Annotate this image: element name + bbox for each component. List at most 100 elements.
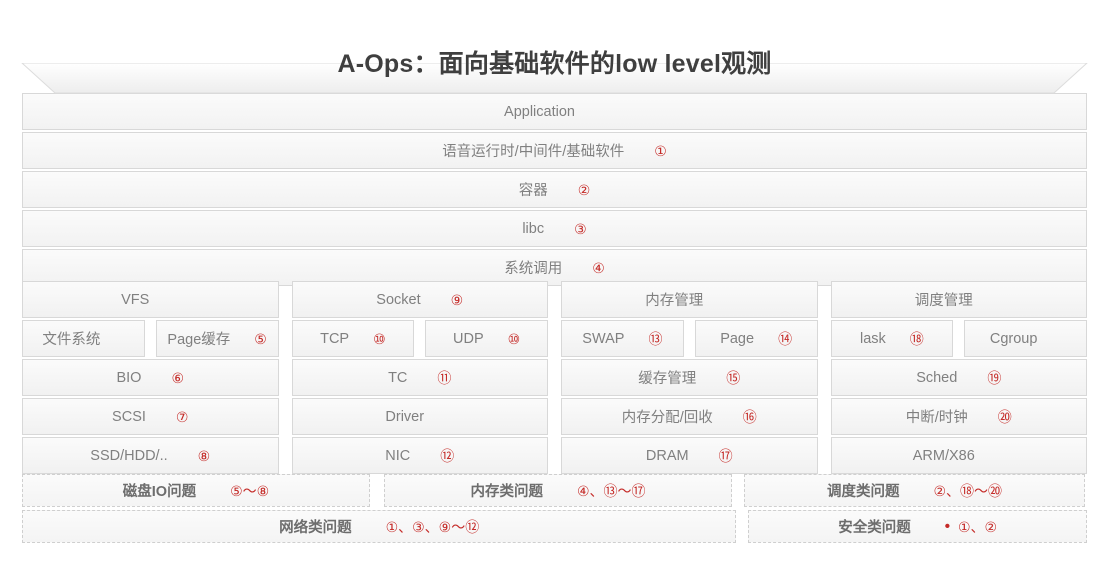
subsystem-split-row: 文件系统 Page缓存 ⑤	[22, 320, 279, 357]
problem-numbers: ②、⑱～⑳	[933, 482, 1003, 499]
problem-label: 调度类问题	[826, 484, 900, 500]
subsystem-cell-page[interactable]: Page ⑭	[694, 320, 818, 357]
subsystem-header-memory-management[interactable]: 内存管理	[561, 281, 818, 318]
subsystem-cell-interrupt-clock[interactable]: 中断/时钟 ⑳	[830, 398, 1087, 435]
cell-label: BIO	[116, 369, 142, 386]
cell-label: 内存管理	[645, 293, 704, 309]
subsystem-cell-driver[interactable]: Driver	[291, 398, 548, 435]
subsystem-cell-cgroup[interactable]: Cgroup	[964, 320, 1087, 357]
cell-label: SCSI	[112, 408, 146, 425]
cell-number: ⑬	[648, 330, 663, 347]
cell-label: Page缓存	[167, 332, 231, 348]
problem-box-memory[interactable]: 内存类问题 ④、⑬～⑰	[384, 474, 732, 507]
subsystem-cell-page-cache[interactable]: Page缓存 ⑤	[155, 320, 279, 357]
cell-number: ⑪	[437, 369, 452, 386]
layer-row[interactable]: 语音运行时/中间件/基础软件 ①	[22, 132, 1087, 169]
subsystem-column-storage: VFS 文件系统 Page缓存 ⑤ BIO ⑥ SCSI ⑦ SSD/HDD/.. ⑧	[22, 281, 279, 476]
problem-box-scheduling[interactable]: 调度类问题 ②、⑱～⑳	[744, 474, 1085, 507]
subsystem-cell-bio[interactable]: BIO ⑥	[22, 359, 279, 396]
layer-number: ①	[654, 142, 667, 159]
subsystem-cell-ssd-hdd[interactable]: SSD/HDD/.. ⑧	[22, 437, 279, 474]
problem-label: 磁盘IO问题	[122, 484, 197, 500]
cell-label: Driver	[385, 408, 425, 425]
subsystem-cell-arm-x86[interactable]: ARM/X86	[830, 437, 1087, 474]
subsystem-cell-udp[interactable]: UDP ⑩	[425, 320, 548, 357]
subsystem-split-row: TCP ⑩ UDP ⑩	[291, 320, 548, 357]
cell-label: UDP	[453, 330, 484, 347]
cell-number: ⑰	[718, 447, 733, 464]
layer-stack: Application 语音运行时/中间件/基础软件 ① 容器 ② libc ③ 系统…	[22, 93, 1087, 288]
problem-label: 安全类问题	[838, 520, 911, 536]
cell-label: Socket	[376, 291, 421, 308]
cell-label: 调度管理	[914, 293, 973, 309]
subsystem-column-network: Socket ⑨ TCP ⑩ UDP ⑩ TC ⑪ Driver NIC ⑫	[291, 281, 548, 476]
layer-row[interactable]: libc ③	[22, 210, 1087, 247]
subsystem-cell-scsi[interactable]: SCSI ⑦	[22, 398, 279, 435]
cell-number: ⑳	[997, 408, 1012, 425]
cell-label: Sched	[916, 369, 958, 386]
subsystem-cell-tcp[interactable]: TCP ⑩	[291, 320, 415, 357]
layer-label: 系统调用	[504, 261, 563, 277]
layer-number: ②	[577, 181, 591, 198]
cell-number: ⑮	[726, 369, 741, 386]
cell-label: TC	[388, 369, 408, 386]
cell-number: ⑭	[778, 330, 793, 347]
cell-number: ⑫	[440, 447, 455, 464]
layer-label: libc	[522, 220, 545, 237]
layer-label: 容器	[518, 183, 548, 199]
cell-label: NIC	[385, 447, 411, 464]
problem-label: 网络类问题	[279, 520, 352, 536]
perspective-top-decoration	[0, 63, 1109, 94]
subsystem-cell-filesystem[interactable]: 文件系统	[22, 320, 145, 357]
subsystem-grid: VFS 文件系统 Page缓存 ⑤ BIO ⑥ SCSI ⑦ SSD/HDD/.. ⑧	[22, 281, 1087, 476]
problem-box-security[interactable]: 安全类问题 • ①、②	[748, 510, 1087, 543]
cell-label: TCP	[320, 330, 350, 347]
problem-numbers: ⑤～⑧	[230, 482, 270, 499]
problem-row-1: 磁盘IO问题 ⑤～⑧ 内存类问题 ④、⑬～⑰ 调度类问题 ②、⑱～⑳	[22, 474, 1087, 507]
layer-number: ④	[592, 259, 605, 276]
layer-row[interactable]: Application	[22, 93, 1087, 130]
layer-row[interactable]: 容器 ②	[22, 171, 1087, 208]
subsystem-header-scheduling-management[interactable]: 调度管理	[830, 281, 1087, 318]
cell-label: 中断/时钟	[905, 410, 968, 426]
cell-number: ⑲	[987, 369, 1002, 386]
cell-number: ⑩	[373, 330, 386, 347]
layer-row[interactable]: 系统调用 ④	[22, 249, 1087, 286]
cell-number: ⑩	[507, 330, 521, 347]
problem-numbers: ④、⑬～⑰	[576, 482, 646, 499]
problem-numbers: ①、②	[957, 518, 998, 535]
cell-number: ⑥	[171, 369, 185, 386]
cell-label: Page	[720, 330, 755, 347]
problem-label: 内存类问题	[470, 484, 543, 500]
subsystem-cell-tc[interactable]: TC ⑪	[291, 359, 548, 396]
cell-number: ⑨	[450, 291, 464, 308]
cell-number: ⑧	[197, 447, 211, 464]
cell-number: ⑦	[175, 408, 189, 425]
subsystem-header-socket[interactable]: Socket ⑨	[291, 281, 548, 318]
cell-number: ⑤	[254, 330, 267, 347]
subsystem-cell-nic[interactable]: NIC ⑫	[291, 437, 548, 474]
problem-box-disk-io[interactable]: 磁盘IO问题 ⑤～⑧	[22, 474, 370, 507]
subsystem-header-vfs[interactable]: VFS	[22, 281, 279, 318]
cell-label: ARM/X86	[912, 447, 975, 464]
layer-number: ③	[574, 220, 587, 237]
cell-label: 文件系统	[42, 332, 101, 348]
layer-label: 语音运行时/中间件/基础软件	[442, 144, 625, 160]
cell-number: ⑯	[742, 408, 757, 425]
cell-label: SSD/HDD/..	[90, 447, 168, 464]
subsystem-cell-sched[interactable]: Sched ⑲	[830, 359, 1087, 396]
bullet-icon: •	[944, 518, 950, 535]
